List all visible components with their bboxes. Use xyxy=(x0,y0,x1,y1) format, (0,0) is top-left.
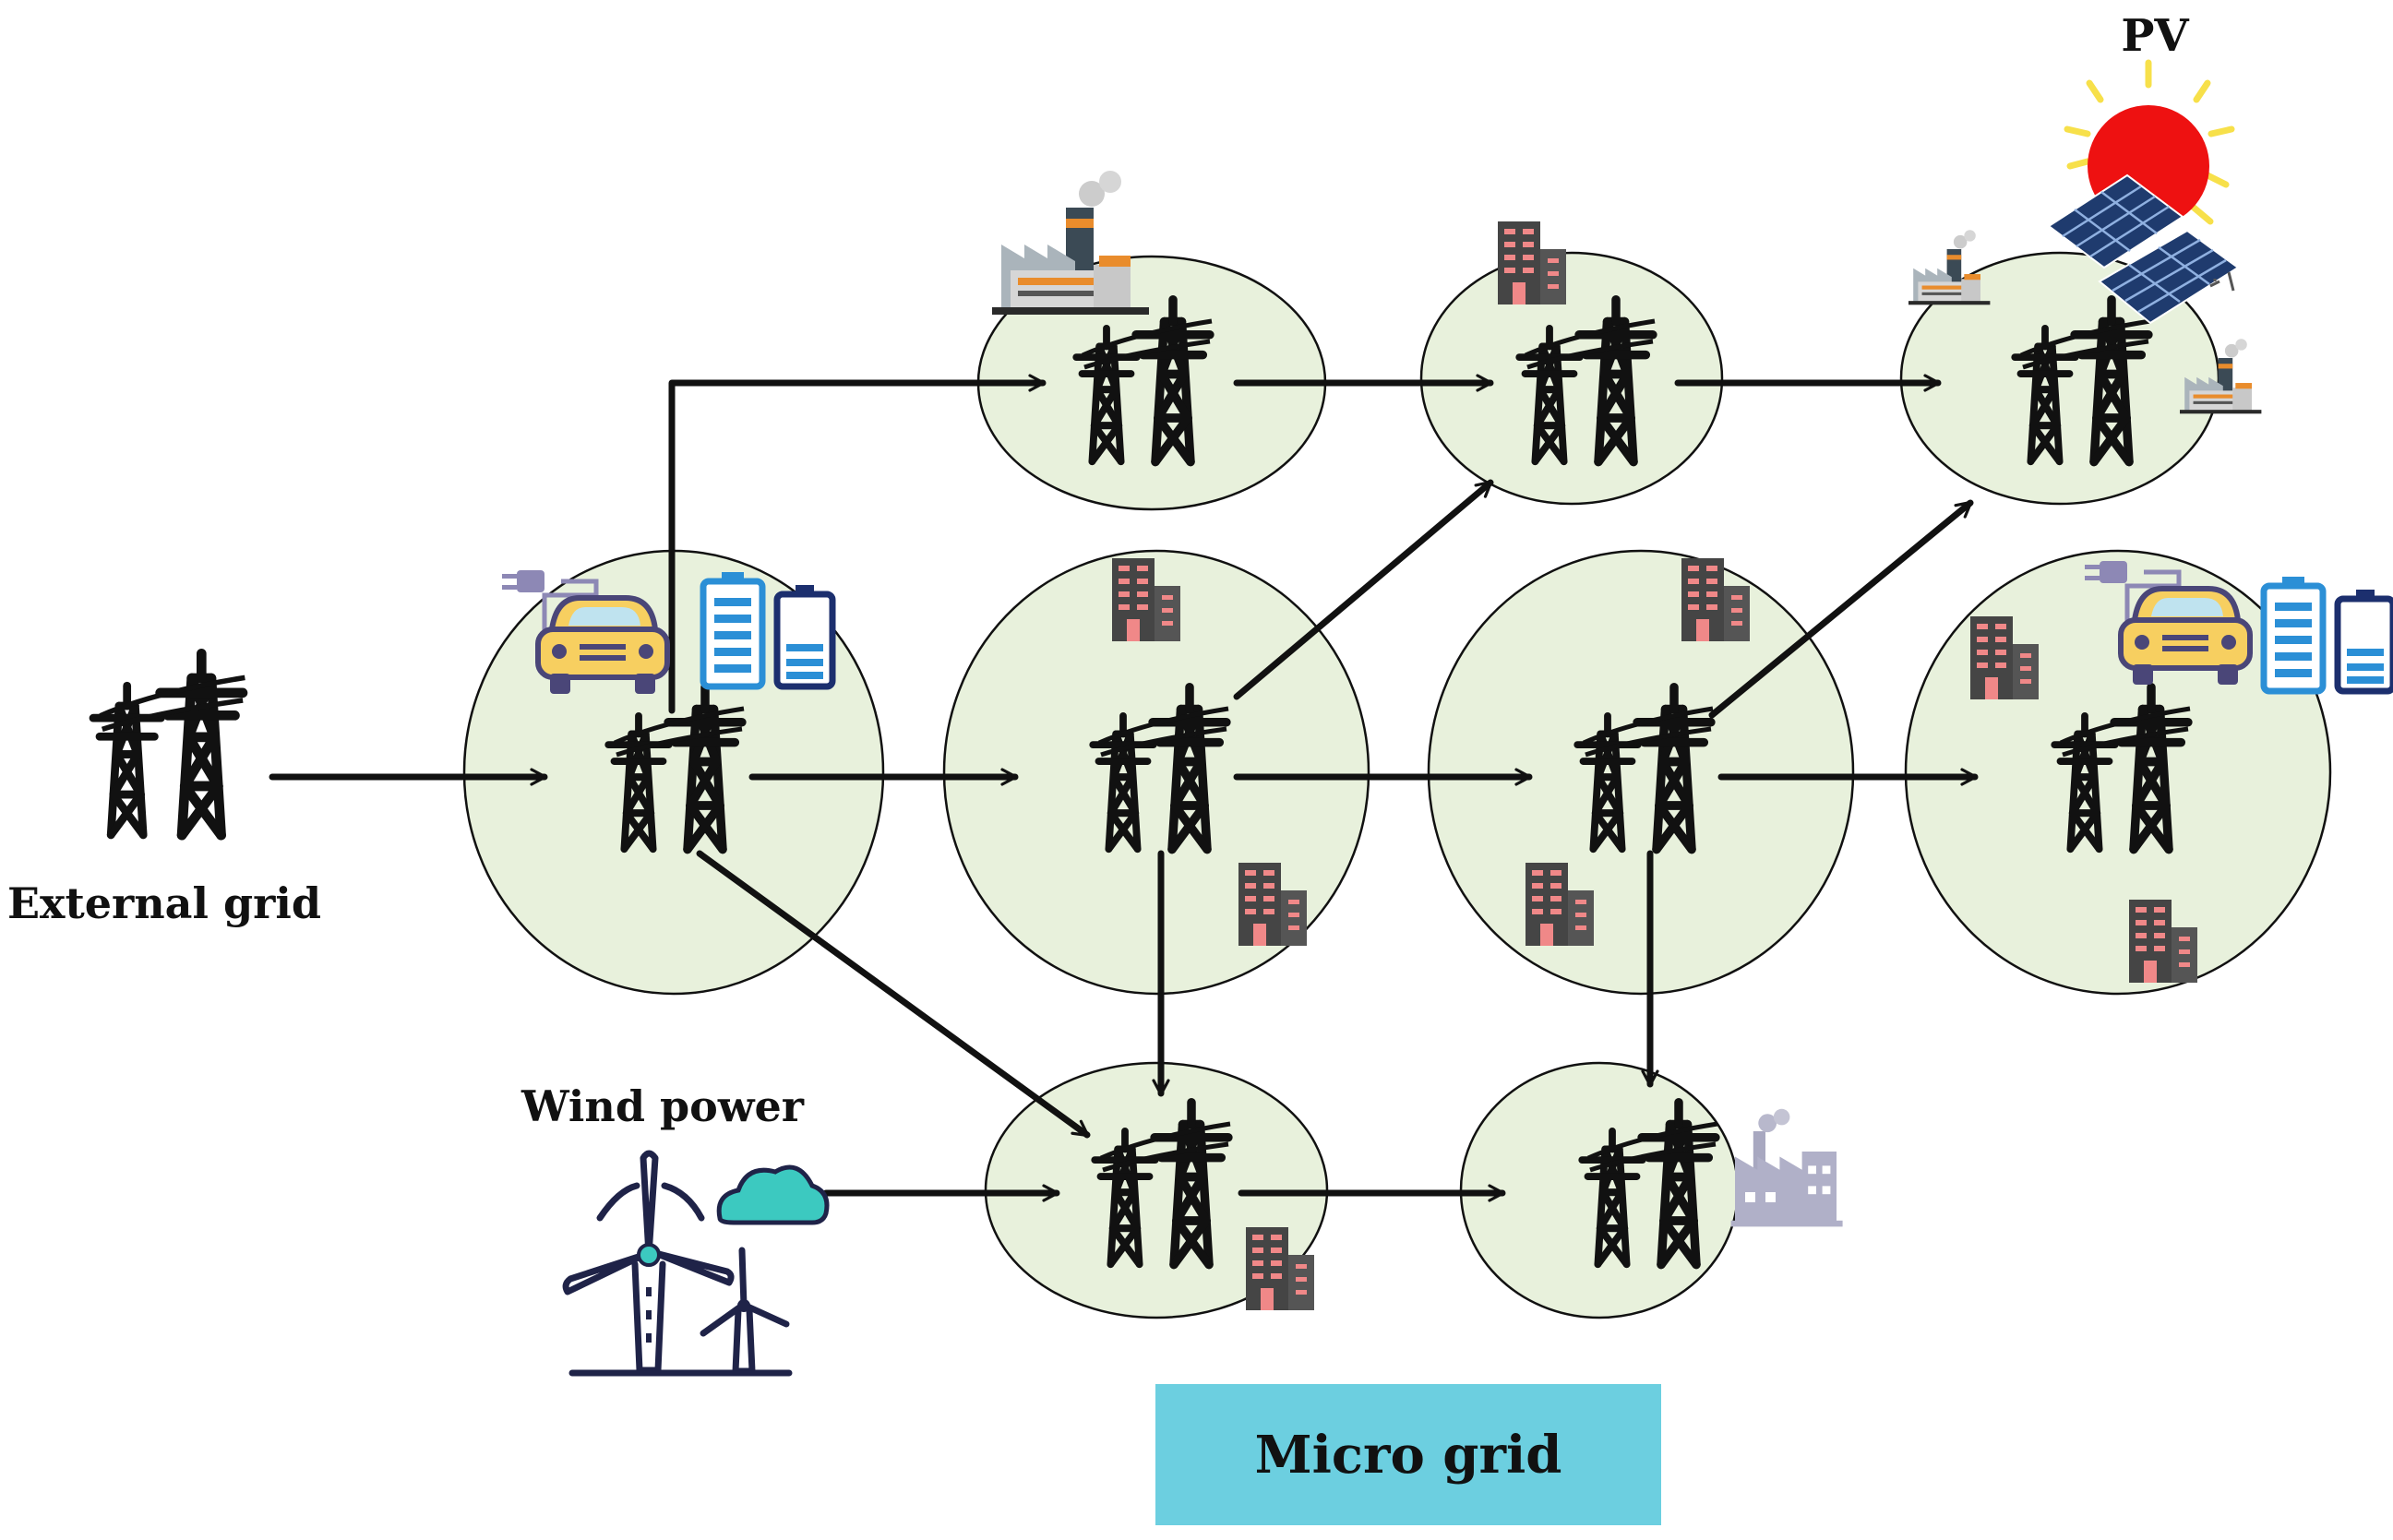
micro-grid-legend-label: Micro grid xyxy=(1254,1424,1562,1486)
wind-power-label: Wind power xyxy=(520,1081,805,1131)
microgrid-mg-3 xyxy=(1419,251,1724,506)
battery-icon xyxy=(2264,577,2393,691)
pv-label: PV xyxy=(2121,10,2189,62)
arrow-mg-1-to-mg-2 xyxy=(668,374,1047,714)
external-grid-label: External grid xyxy=(7,878,321,928)
micro-grid-legend: Micro grid xyxy=(1155,1384,1661,1525)
building-icon xyxy=(1681,558,1750,641)
building-icon xyxy=(1498,221,1566,304)
arrow-mg-1-to-mg-8 xyxy=(696,850,1091,1139)
factory-icon xyxy=(992,171,1149,315)
solar-panel-icon xyxy=(2047,173,2240,325)
power-flow-arrows xyxy=(269,374,1979,1202)
factory-grey-icon xyxy=(1730,1108,1843,1227)
arrow-mg-6-to-mg-4 xyxy=(1708,499,1974,719)
factory-icon xyxy=(1908,230,1991,305)
cloud-icon xyxy=(716,1164,830,1225)
external-grid-tower-icon xyxy=(93,653,245,835)
arrow-mg-5-to-mg-3 xyxy=(1233,479,1494,700)
wind-turbine-icon xyxy=(562,1150,793,1377)
microgrid-mg-6 xyxy=(1427,549,1855,996)
